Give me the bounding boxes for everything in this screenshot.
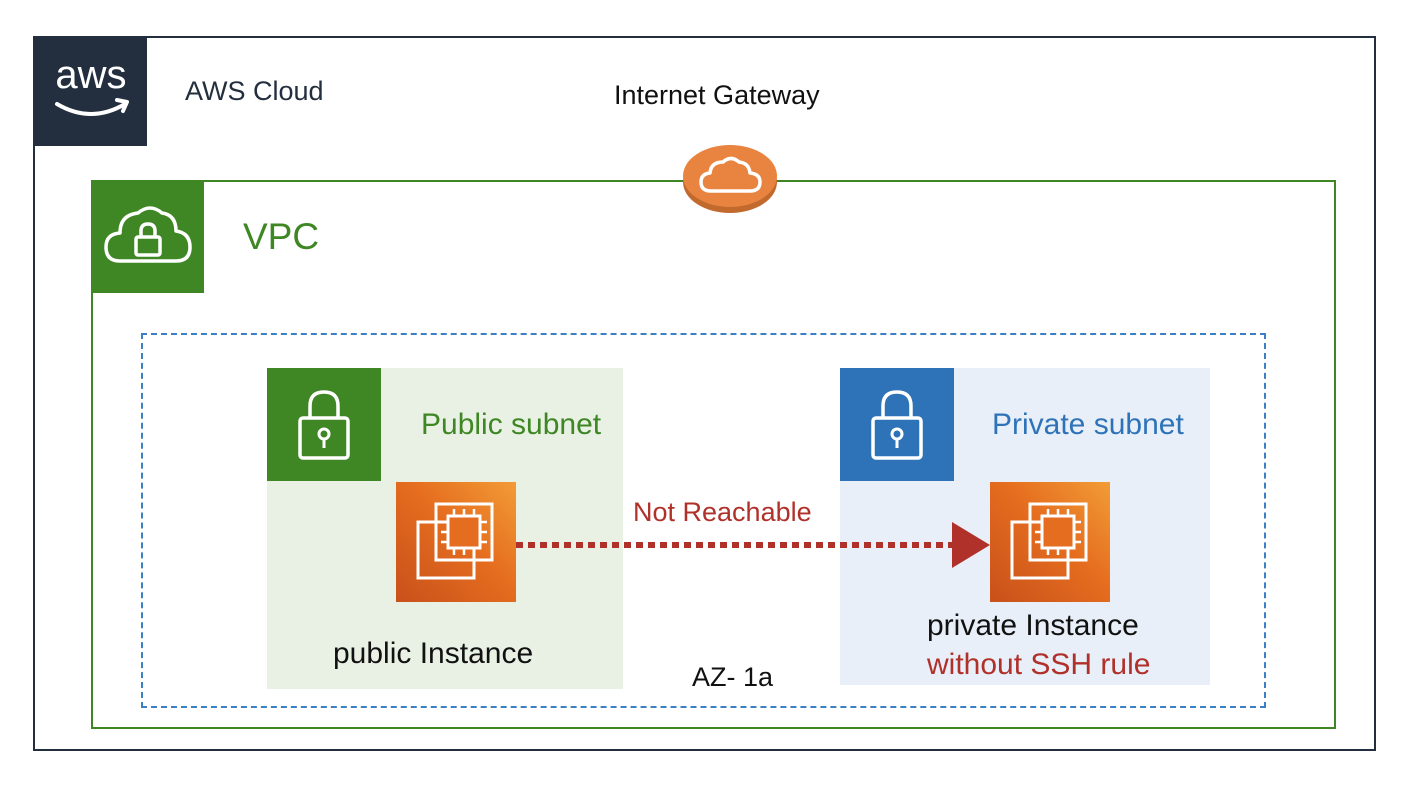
vpc-cloud-lock-icon — [92, 181, 204, 293]
aws-cloud-title: AWS Cloud — [185, 76, 324, 106]
not-reachable-label: Not Reachable — [633, 497, 812, 527]
internet-gateway-cloud-icon — [681, 141, 779, 215]
private-subnet-lock-icon — [840, 368, 954, 481]
connector-arrowhead — [952, 522, 990, 568]
aws-logo-text: aws — [55, 53, 126, 97]
private-instance-label: private Instance — [927, 609, 1139, 642]
availability-zone-group — [141, 333, 1266, 708]
public-instance-label: public Instance — [333, 637, 534, 670]
internet-gateway-title: Internet Gateway — [614, 80, 820, 110]
private-subnet-title: Private subnet — [992, 408, 1184, 441]
aws-logo-icon: aws — [35, 38, 147, 146]
public-subnet-lock-icon — [267, 368, 381, 481]
public-ec2-instance-icon — [396, 482, 516, 602]
aws-cloud-group — [33, 36, 1376, 751]
vpc-title: VPC — [243, 216, 320, 257]
public-subnet-title: Public subnet — [421, 408, 602, 441]
private-instance-note: without SSH rule — [927, 648, 1151, 681]
private-ec2-instance-icon — [990, 482, 1110, 602]
az-label: AZ- 1a — [692, 662, 774, 692]
